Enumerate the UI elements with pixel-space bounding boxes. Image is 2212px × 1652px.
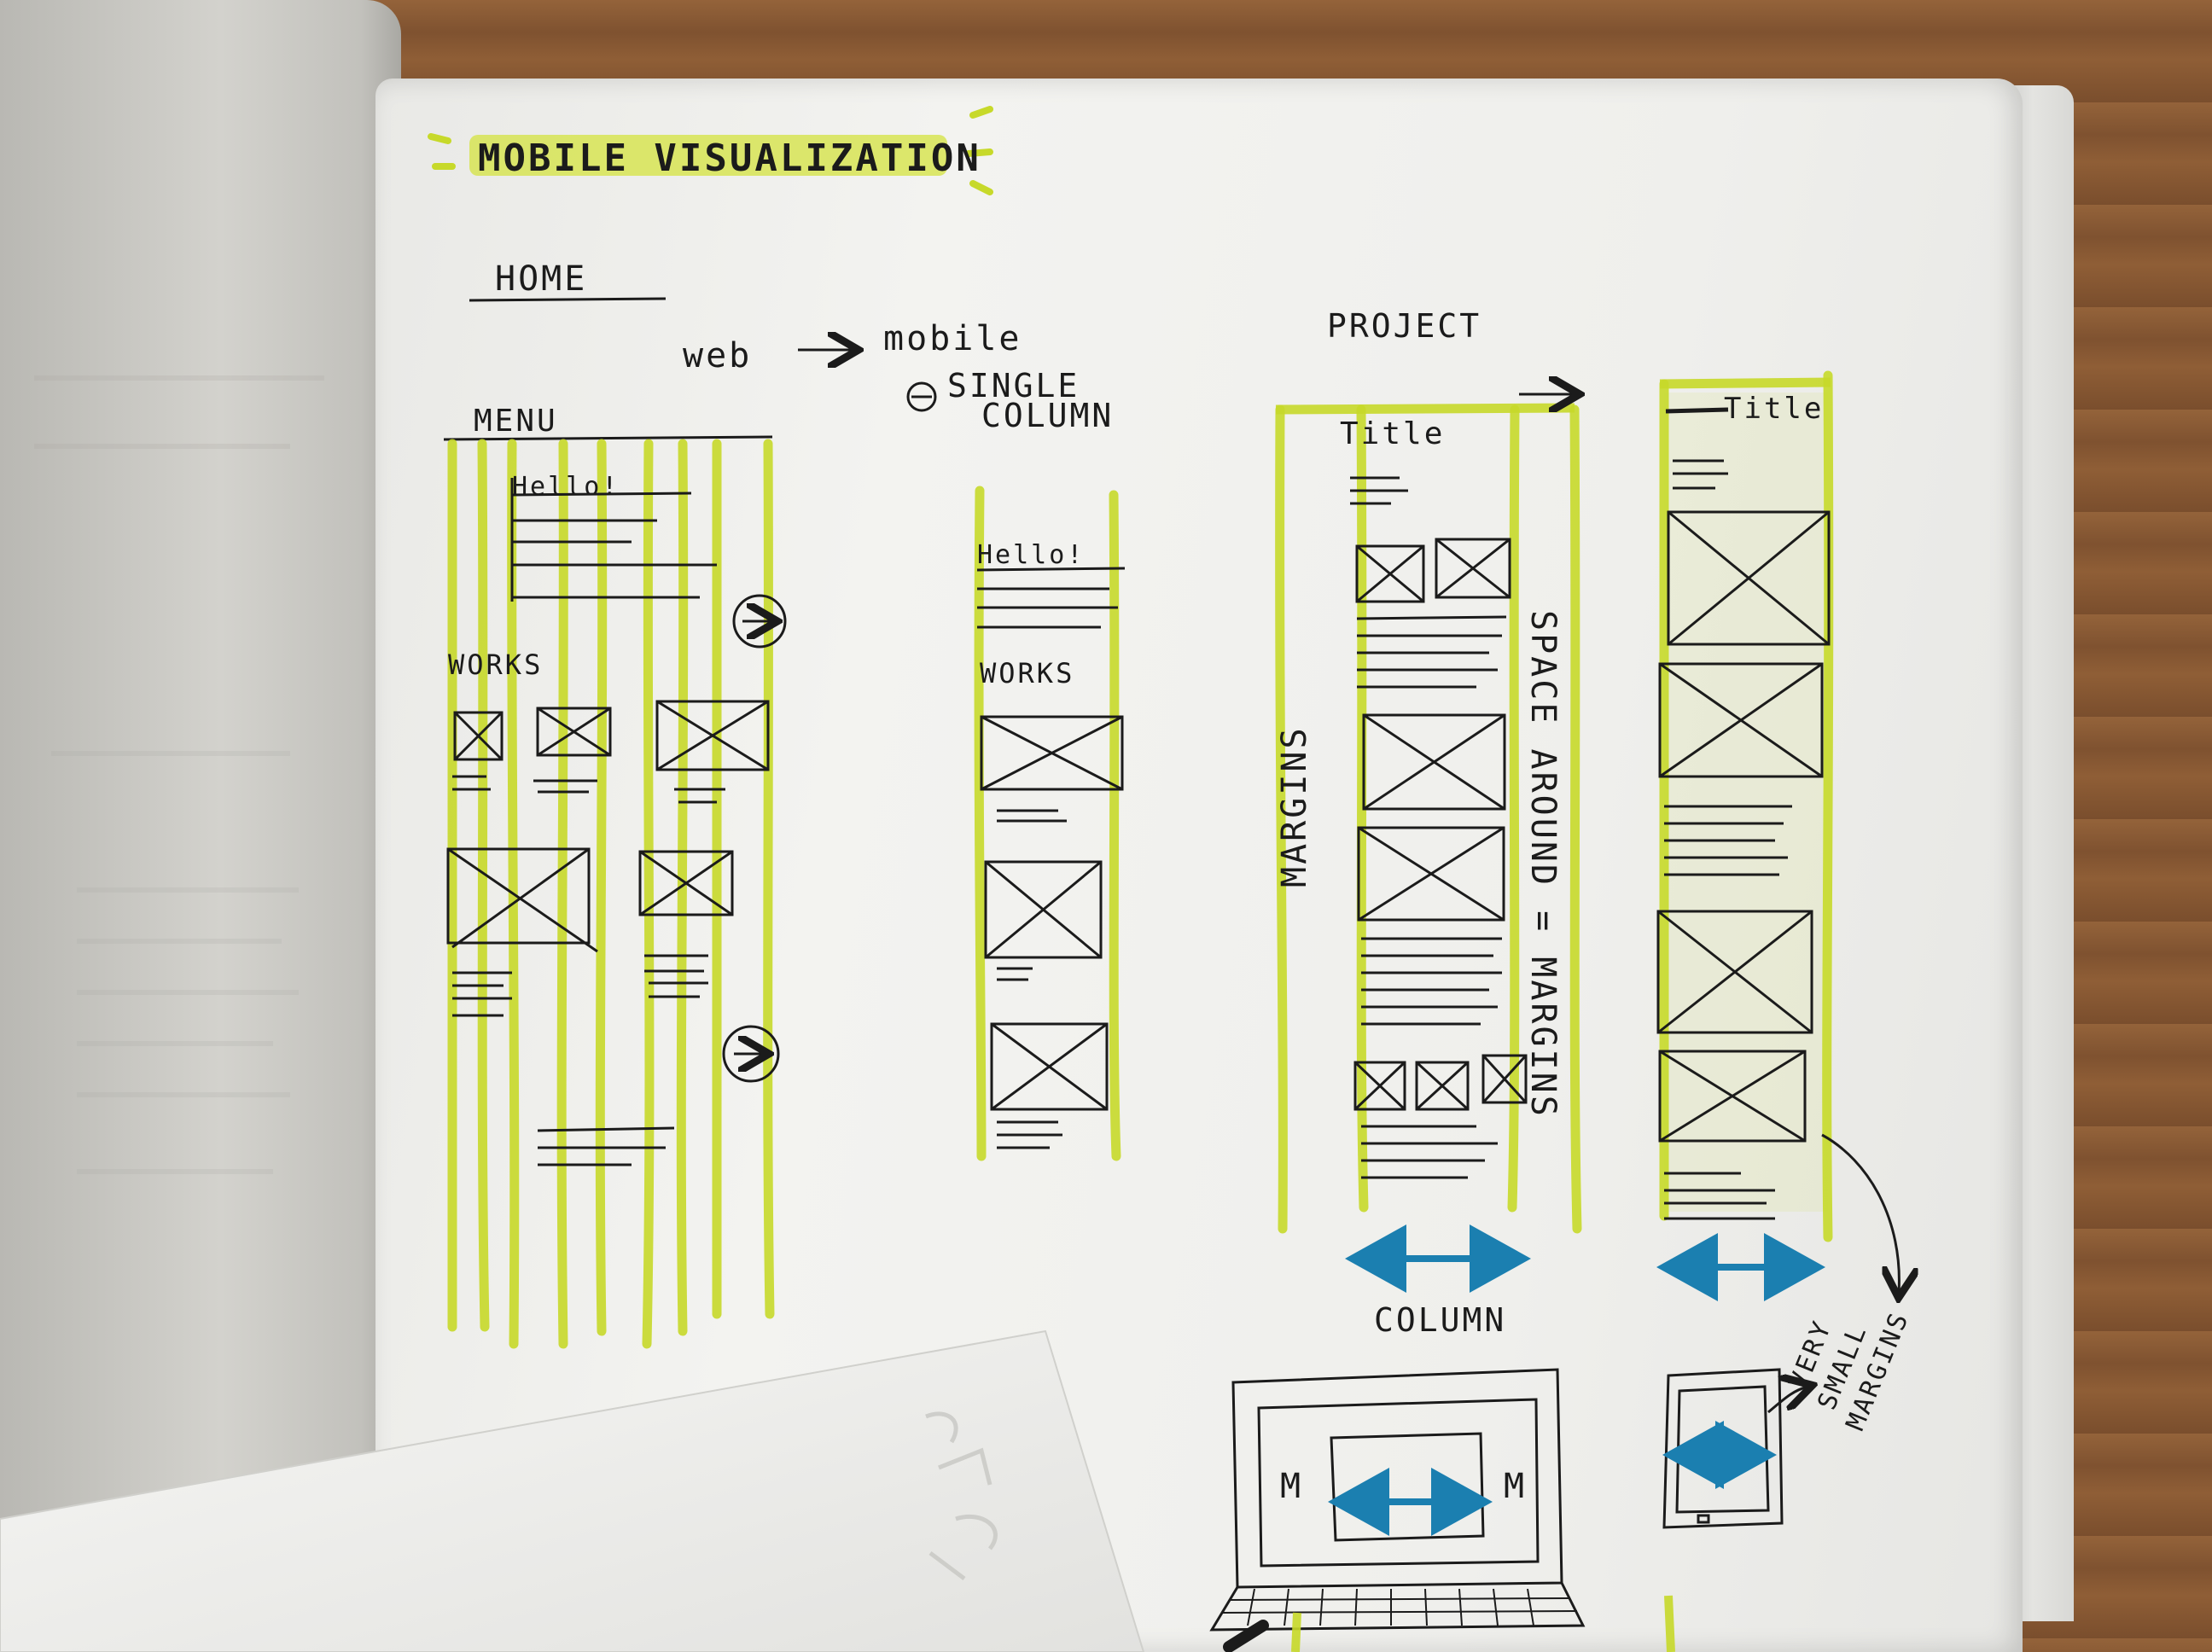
image-placeholder-icon xyxy=(1658,1050,1807,1143)
grid-columns xyxy=(446,439,775,1349)
mobile-home-wireframe: Hello! WORKS xyxy=(974,486,1126,1161)
works-heading: WORKS xyxy=(448,649,543,681)
title-highlight xyxy=(428,106,993,195)
home-heading: HOME xyxy=(495,259,587,299)
minus-circle-icon xyxy=(906,381,937,412)
menu-label: MENU xyxy=(474,404,558,439)
image-placeholder-icon xyxy=(453,711,504,761)
project-wireframe-mobile: Title xyxy=(1656,370,1899,1293)
image-placeholder-icon xyxy=(990,1022,1109,1111)
space-around-label: SPACE AROUND = MARGINS xyxy=(1523,610,1563,1119)
project-wireframe-desktop: Title MARGINS SPACE AROUND = MARGINS COL… xyxy=(1275,394,1577,1339)
column-label: COLUMN xyxy=(981,397,1114,434)
image-placeholder-icon xyxy=(1435,538,1511,599)
image-placeholder-icon xyxy=(1415,1061,1470,1111)
desktop-home-wireframe: MENU Hello! WORKS xyxy=(443,404,787,1349)
left-notebook-page xyxy=(0,0,401,1652)
image-placeholder-icon xyxy=(536,707,612,757)
arrow-pointer-icon xyxy=(1821,1133,1899,1293)
image-placeholder-icon xyxy=(1357,826,1505,922)
image-placeholder-icon xyxy=(1355,544,1425,603)
image-placeholder-icon xyxy=(655,700,770,771)
image-placeholder-icon xyxy=(1656,910,1813,1034)
arrow-pointer-icon xyxy=(1767,1387,1807,1414)
image-placeholder-icon xyxy=(984,860,1103,959)
image-placeholder-icon xyxy=(1362,713,1506,811)
image-placeholder-icon xyxy=(980,715,1124,791)
image-placeholder-icon xyxy=(1353,1061,1406,1111)
image-placeholder-icon xyxy=(1667,510,1831,646)
hello-heading: Hello! xyxy=(512,472,620,502)
margins-vertical-label: MARGINS xyxy=(1275,725,1314,887)
laptop-icon xyxy=(1209,1368,1586,1632)
project-mobile-title-label: Title xyxy=(1724,392,1824,426)
page-title: MOBILE VISUALIZATION xyxy=(478,137,981,180)
image-placeholder-icon xyxy=(446,847,598,953)
laptop-margin-left: M xyxy=(1280,1467,1303,1506)
image-placeholder-icon xyxy=(638,850,734,916)
laptop-margin-right: M xyxy=(1504,1467,1527,1506)
hello-heading-mobile: Hello! xyxy=(977,540,1085,570)
mobile-label: mobile xyxy=(883,319,1022,358)
project-heading: PROJECT xyxy=(1327,307,1481,345)
column-bottom-label: COLUMN xyxy=(1374,1301,1506,1339)
image-placeholder-icon xyxy=(1658,662,1824,778)
project-title-label: Title xyxy=(1340,416,1445,451)
single-label: SINGLE xyxy=(947,367,1080,404)
image-placeholder-icon xyxy=(1481,1054,1528,1104)
web-label: web xyxy=(683,336,752,375)
works-heading-mobile: WORKS xyxy=(980,657,1074,689)
